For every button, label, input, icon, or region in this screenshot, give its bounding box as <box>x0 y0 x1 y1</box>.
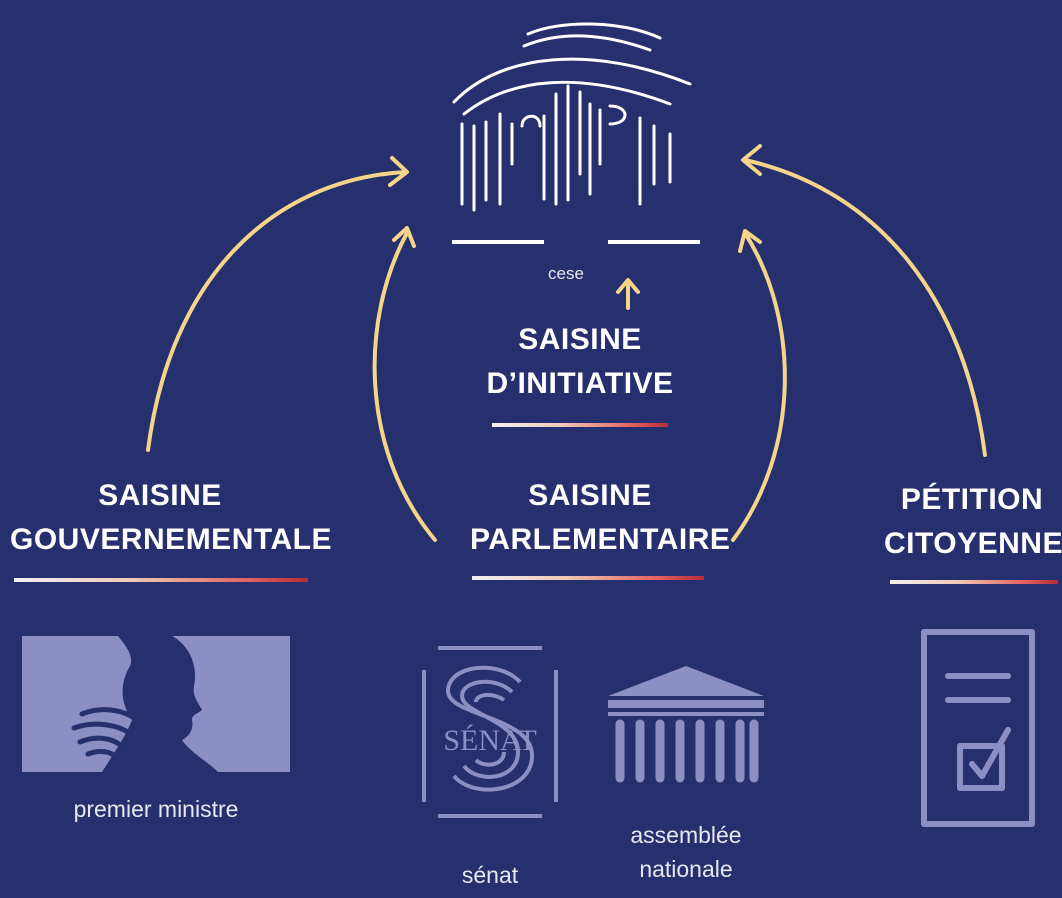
arrow-gouvernementale <box>146 170 407 452</box>
petition-citoyenne-line2: CITOYENNE <box>884 527 1062 560</box>
assemblee-caption-line1: assemblée <box>630 822 742 848</box>
arrow-parlementaire-left <box>372 231 437 542</box>
senat-caption: sénat <box>461 862 519 888</box>
cese-building-icon <box>452 22 700 244</box>
saisine-initiative-rule <box>492 423 668 427</box>
assemblee-caption: assemblée nationale <box>604 818 768 886</box>
senat-logo-text: SÉNAT <box>443 724 536 757</box>
marianne-icon <box>22 636 290 772</box>
petition-citoyenne-title: PÉTITION CITOYENNE <box>884 478 1062 566</box>
arrow-head-parlementaire-right <box>738 229 762 253</box>
arrow-head-initiative <box>616 278 640 294</box>
arrow-parlementaire-right <box>731 231 787 542</box>
arrow-petition <box>743 158 987 457</box>
saisine-initiative-title: SAISINE D’INITIATIVE <box>470 318 690 406</box>
saisine-parlementaire-rule <box>472 576 704 580</box>
saisine-parlementaire-title: SAISINE PARLEMENTAIRE <box>470 474 731 562</box>
cese-label: cese <box>548 264 584 283</box>
saisine-initiative-line2: D’INITIATIVE <box>486 367 674 400</box>
arrow-head-gouvernementale <box>388 156 409 187</box>
premier-ministre-caption: premier ministre <box>73 796 239 822</box>
saisine-gouvernementale-title: SAISINE GOUVERNEMENTALE <box>10 474 332 562</box>
petition-citoyenne-rule <box>890 580 1058 584</box>
saisine-initiative-line1: SAISINE <box>518 323 642 356</box>
arrow-head-petition <box>741 144 762 176</box>
arrow-head-parlementaire-left <box>392 226 416 248</box>
petition-citoyenne-line1: PÉTITION <box>900 483 1044 516</box>
senat-logo-icon: SÉNAT <box>422 646 558 818</box>
saisine-gouvernementale-line2: GOUVERNEMENTALE <box>10 523 332 556</box>
saisine-gouvernementale-rule <box>14 578 308 582</box>
petition-form-icon <box>921 629 1035 827</box>
saisine-parlementaire-line1: SAISINE <box>528 479 652 512</box>
saisine-parlementaire-line2: PARLEMENTAIRE <box>470 523 731 556</box>
saisine-gouvernementale-line1: SAISINE <box>98 479 222 512</box>
assemblee-caption-line2: nationale <box>639 856 733 882</box>
assemblee-building-icon <box>608 666 764 783</box>
